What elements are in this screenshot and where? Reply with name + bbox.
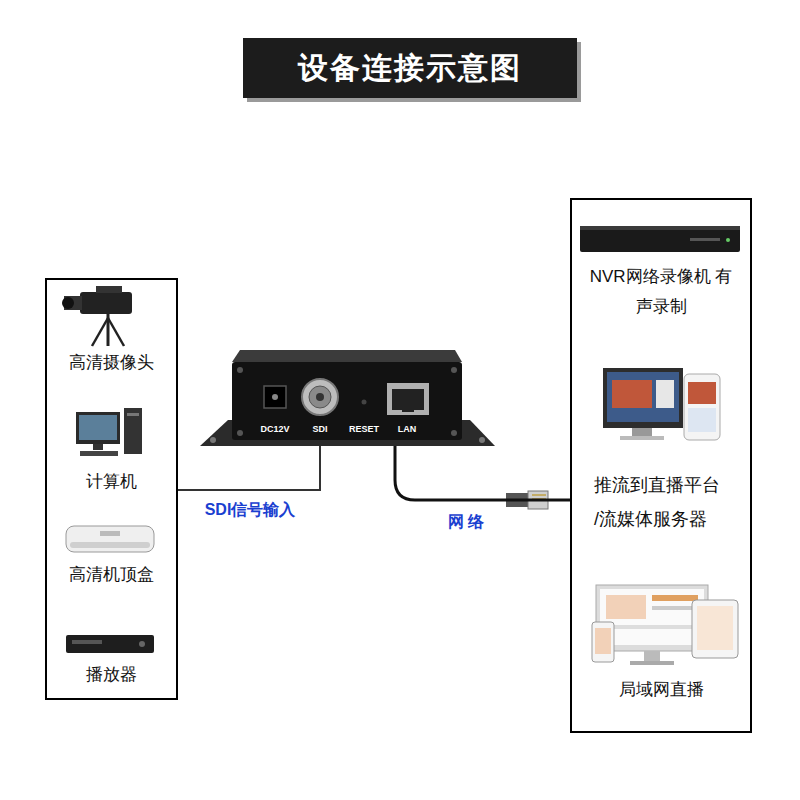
nvr-icon xyxy=(580,226,740,230)
output-panel: NVR网络录像机 有声录制推流到直播平台 /流媒体服务器局域网直播 xyxy=(570,198,752,733)
nvr-icon xyxy=(580,226,740,252)
node-text: SDI xyxy=(312,424,327,435)
camera-icon xyxy=(80,292,132,314)
camera-icon xyxy=(96,286,122,293)
encoder-device xyxy=(451,367,457,373)
node-text: 播放器 xyxy=(86,665,137,685)
encoder-device xyxy=(232,350,462,362)
lan-live-icon xyxy=(652,606,698,610)
encoder-device xyxy=(232,362,462,440)
computer-icon xyxy=(127,413,139,416)
encoder-device xyxy=(479,437,485,443)
live-stream-icon xyxy=(656,380,674,408)
live-stream-icon xyxy=(688,408,716,432)
encoder-device xyxy=(387,383,429,415)
edge-label: SDI信号输入 xyxy=(203,500,298,521)
encoder-device xyxy=(264,386,286,408)
encoder-device: DC12V SDI RESET LAN xyxy=(200,350,495,446)
node-text: 高清摄像头 xyxy=(69,353,154,373)
player-icon xyxy=(66,635,154,653)
lan-live-icon xyxy=(630,661,674,665)
set-top-box-icon xyxy=(70,542,150,548)
computer-icon xyxy=(93,444,103,450)
set-top-box-icon xyxy=(66,526,154,552)
encoder-device xyxy=(210,437,216,443)
node-text: LAN xyxy=(398,424,417,435)
encoder-device xyxy=(402,407,414,412)
live-stream-icon xyxy=(607,372,679,422)
node-text: NVR网络录像机 有声录制 xyxy=(586,262,736,322)
camera-icon xyxy=(62,286,132,346)
live-stream-icon xyxy=(620,436,664,440)
lan-live-icon xyxy=(692,600,738,658)
lan-live-icon xyxy=(592,585,738,665)
node-text: 计算机 xyxy=(86,472,137,492)
lan-live-icon xyxy=(606,595,646,619)
player-icon xyxy=(139,641,145,647)
set-top-box-icon xyxy=(100,531,120,536)
network-cable xyxy=(395,446,570,500)
camera-icon xyxy=(62,297,74,309)
encoder-device xyxy=(302,379,338,415)
lan-live-icon xyxy=(606,625,698,629)
edge-label: 网 络 xyxy=(446,512,486,533)
node-text: 推流到直播平台 /流媒体服务器 xyxy=(594,468,728,536)
computer-icon xyxy=(76,412,120,444)
computer-icon xyxy=(76,408,142,456)
nvr-icon xyxy=(580,226,740,252)
lan-live-icon xyxy=(595,628,611,654)
encoder-device xyxy=(362,400,367,405)
live-stream-icon xyxy=(684,374,720,440)
encoder-device xyxy=(237,367,243,373)
computer-icon xyxy=(80,451,118,456)
camera-icon xyxy=(108,318,124,346)
lan-live-icon xyxy=(600,589,704,645)
player-icon xyxy=(72,640,102,644)
node-text: RESET xyxy=(349,424,379,435)
lan-live-icon xyxy=(697,606,733,650)
node-text: 高清机顶盒 xyxy=(69,565,154,585)
encoder-device xyxy=(392,389,424,410)
node-text: DC12V xyxy=(260,424,289,435)
set-top-box-icon xyxy=(66,526,154,552)
lan-live-icon xyxy=(644,651,660,661)
camera-icon xyxy=(92,318,108,346)
nvr-icon xyxy=(690,238,720,241)
encoder-device xyxy=(200,350,495,446)
live-stream-icon xyxy=(603,368,720,440)
rj45-plug xyxy=(532,495,546,496)
encoder-device xyxy=(237,430,243,436)
nvr-icon xyxy=(726,238,730,242)
live-stream-icon xyxy=(632,428,652,436)
encoder-device xyxy=(451,430,457,436)
player-icon xyxy=(66,635,154,653)
encoder-device xyxy=(316,393,324,401)
live-stream-icon xyxy=(603,368,683,428)
computer-icon xyxy=(79,415,117,440)
title-banner: 设备连接示意图 xyxy=(243,38,577,98)
computer-icon xyxy=(124,408,142,454)
node-text: 局域网直播 xyxy=(619,680,704,700)
encoder-device xyxy=(272,394,278,400)
live-stream-icon xyxy=(688,382,716,404)
lan-live-icon xyxy=(592,622,614,662)
signal-wire xyxy=(178,446,320,490)
encoder-device xyxy=(309,386,331,408)
lan-live-icon xyxy=(652,595,698,601)
source-panel: 高清摄像头计算机高清机顶盒播放器 xyxy=(45,278,178,700)
live-stream-icon xyxy=(612,380,652,408)
